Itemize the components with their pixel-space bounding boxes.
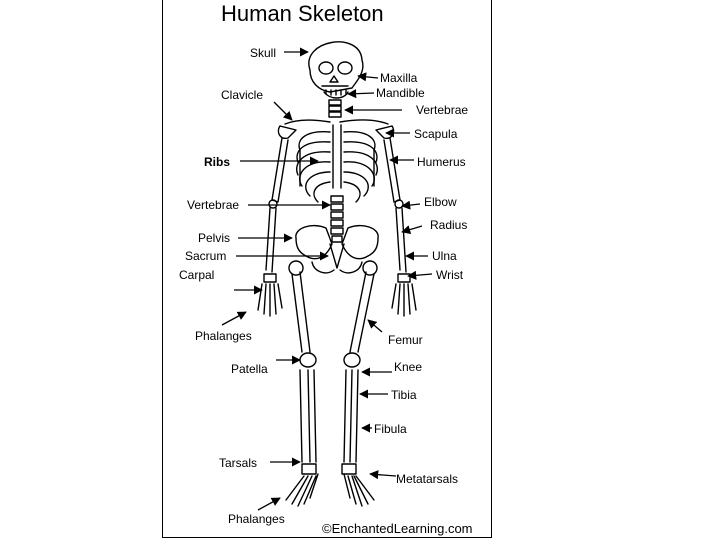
left-leg — [288, 260, 317, 463]
label-vertebrae-spine: Vertebrae — [187, 198, 240, 212]
diagram-frame — [162, 0, 492, 538]
label-phalanges-foot: Phalanges — [228, 512, 285, 526]
label-skull: Skull — [250, 46, 277, 60]
pelvis-bone — [295, 224, 379, 274]
right-leg — [343, 260, 378, 463]
label-phalanges-hand: Phalanges — [195, 329, 252, 343]
label-scapula: Scapula — [414, 127, 458, 141]
right-arm — [383, 137, 407, 273]
diagram-title: Human Skeleton — [221, 1, 384, 26]
label-sacrum: Sacrum — [185, 249, 227, 263]
label-ribs: Ribs — [204, 155, 231, 169]
left-hand — [257, 273, 283, 317]
skull-bone — [308, 41, 364, 99]
label-radius: Radius — [430, 218, 468, 232]
left-foot — [285, 463, 319, 507]
label-carpal: Carpal — [179, 268, 215, 282]
label-fibula: Fibula — [374, 422, 407, 436]
neck-vertebrae — [328, 99, 342, 118]
leader-arrows — [221, 47, 433, 511]
label-elbow: Elbow — [424, 195, 457, 209]
shoulder-girdle — [277, 119, 395, 140]
right-hand — [391, 273, 417, 317]
copyright-credit: ©EnchantedLearning.com — [322, 521, 473, 536]
label-mandible: Mandible — [376, 86, 425, 100]
label-vertebrae-neck: Vertebrae — [416, 103, 469, 117]
label-tibia: Tibia — [391, 388, 417, 402]
left-arm — [265, 137, 289, 273]
label-femur: Femur — [388, 333, 423, 347]
label-clavicle: Clavicle — [221, 88, 264, 102]
label-maxilla: Maxilla — [380, 71, 418, 85]
label-patella: Patella — [231, 362, 268, 376]
label-tarsals: Tarsals — [219, 456, 258, 470]
label-pelvis: Pelvis — [198, 231, 231, 245]
label-ulna: Ulna — [432, 249, 457, 263]
right-foot — [341, 463, 375, 507]
label-knee: Knee — [394, 360, 423, 374]
label-humerus: Humerus — [417, 155, 466, 169]
label-wrist: Wrist — [436, 268, 464, 282]
label-metatarsals: Metatarsals — [396, 472, 459, 486]
rib-cage — [296, 124, 378, 203]
spine — [330, 195, 344, 243]
